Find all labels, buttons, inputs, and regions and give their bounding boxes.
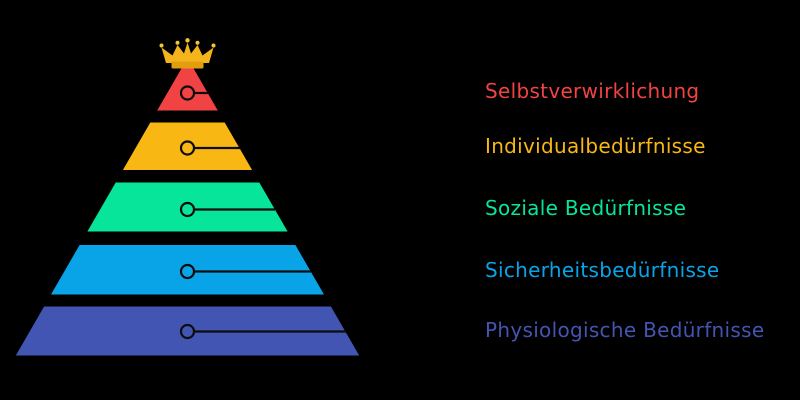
pyramid-level-1-shape [157,58,218,111]
connector-4 [179,263,311,280]
crown-ball [175,40,180,45]
crown-icon [159,38,216,69]
crown-body [161,42,214,63]
pyramid-level-4-shape [51,245,324,295]
connector-dot [179,323,196,340]
pyramid-level-3-shape [87,182,288,232]
crown-ball [159,43,164,48]
pyramid-level-5-shape [15,306,360,356]
connector-dot [179,140,196,156]
connector-1 [179,85,208,101]
crown-ball [211,43,216,48]
connector-2 [179,140,240,156]
connector-dot [179,263,196,280]
pyramid-level-2-shape [122,122,253,170]
crown-ball [185,38,190,43]
connector-dot [179,201,196,218]
connector-5 [179,323,346,340]
connector-dot [179,85,196,101]
crown-ball [195,40,200,45]
connector-3 [179,201,275,218]
crown-band [171,61,204,69]
